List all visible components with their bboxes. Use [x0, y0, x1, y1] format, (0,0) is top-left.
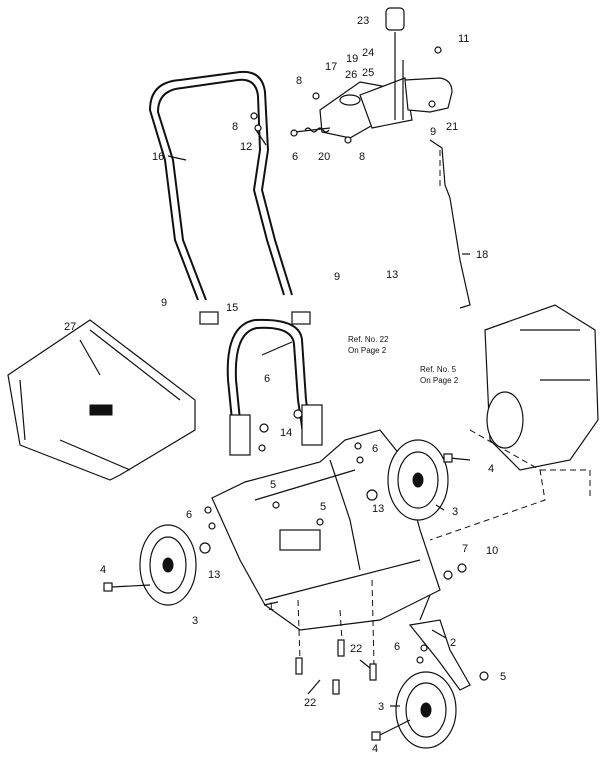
- callout-7: 7: [462, 543, 468, 555]
- callout-6-a: 6: [292, 151, 298, 163]
- callout-10: 10: [486, 545, 498, 557]
- callout-6-d: 6: [186, 509, 192, 521]
- throttle-cable: [429, 139, 471, 309]
- callout-5-c: 5: [500, 671, 506, 683]
- callout-8-b: 8: [232, 121, 238, 133]
- ref-5-line-1: Ref. No. 5: [420, 365, 457, 374]
- callout-9-b: 9: [334, 271, 340, 283]
- callout-3-c: 3: [378, 701, 384, 713]
- callout-22-a: 22: [350, 643, 362, 655]
- callout-4-b: 4: [100, 564, 106, 576]
- callout-14: 14: [280, 427, 292, 439]
- lower-fasteners: [295, 579, 377, 695]
- ref-22-line-1: Ref. No. 22: [348, 335, 389, 344]
- callout-9-c: 9: [161, 297, 167, 309]
- callout-6-b: 6: [264, 373, 270, 385]
- upper-fasteners: [250, 92, 352, 144]
- callout-9-a: 9: [430, 126, 436, 138]
- callout-5-b: 5: [320, 501, 326, 513]
- handle-brackets: [229, 404, 323, 456]
- callout-19: 19: [346, 53, 358, 65]
- upper-handle: [148, 70, 293, 301]
- callout-2: 2: [450, 637, 456, 649]
- callout-13-a: 13: [386, 269, 398, 281]
- deck-inset: [7, 319, 196, 481]
- wheel-right-lower: [395, 671, 457, 749]
- lower-handle: [199, 311, 313, 451]
- callout-8-c: 8: [359, 151, 365, 163]
- callout-16: 16: [152, 151, 164, 163]
- callout-20: 20: [318, 151, 330, 163]
- ref-5-line-2: On Page 2: [420, 376, 459, 385]
- callout-4-c: 4: [372, 743, 378, 755]
- callout-27: 27: [64, 321, 76, 333]
- callout-11: 11: [458, 33, 469, 45]
- callout-6-c: 6: [372, 443, 378, 455]
- callout-5-a: 5: [270, 479, 276, 491]
- bolts: [103, 442, 489, 741]
- callout-3-b: 3: [192, 615, 198, 627]
- callout-18: 18: [476, 249, 488, 261]
- callout-labels: 23 24 11 19 17 26 25 8 8 8 9 21 12 6 20 …: [64, 15, 506, 755]
- callout-1: 1: [268, 601, 274, 613]
- callout-4-a: 4: [488, 463, 494, 475]
- main-chassis: [211, 429, 441, 631]
- ref-22-line-2: On Page 2: [348, 346, 387, 355]
- control-bracket: [319, 77, 413, 139]
- callout-25: 25: [362, 67, 374, 79]
- callout-8-a: 8: [296, 75, 302, 87]
- callout-26: 26: [345, 69, 357, 81]
- callout-3-a: 3: [452, 506, 458, 518]
- wheel-left: [139, 524, 197, 606]
- callout-13-b: 13: [372, 503, 384, 515]
- throttle-assembly: [385, 7, 453, 120]
- engine: [429, 304, 599, 541]
- callout-12: 12: [240, 141, 252, 153]
- callout-15: 15: [226, 302, 238, 314]
- callout-22-b: 22: [304, 697, 316, 709]
- rear-bracket: [408, 594, 471, 691]
- callout-17: 17: [325, 61, 337, 73]
- reference-notes: Ref. No. 22 On Page 2 Ref. No. 5 On Page…: [348, 335, 459, 385]
- wheel-right-upper: [387, 439, 449, 521]
- callout-21: 21: [446, 121, 458, 133]
- callout-23: 23: [357, 15, 369, 27]
- callout-24: 24: [362, 47, 374, 59]
- callout-6-e: 6: [394, 641, 400, 653]
- leader-lines: [79, 129, 470, 707]
- callout-13-c: 13: [208, 569, 220, 581]
